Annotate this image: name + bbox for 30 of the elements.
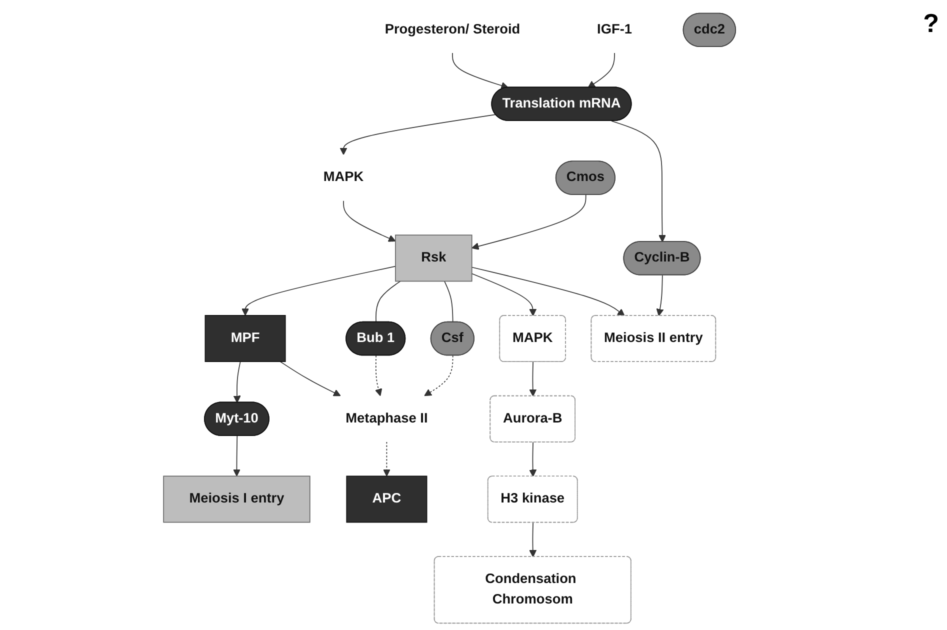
node-box: APC [346,476,428,523]
arrow [472,194,587,250]
arrow [588,52,616,88]
arrow [340,114,496,156]
connector [444,280,454,323]
arrow [234,361,242,403]
arrow [452,52,509,90]
arrow [375,355,383,396]
arrow [530,362,538,397]
arrow [472,273,538,316]
node-text: MAPK [324,170,364,185]
arrow [383,442,391,476]
arrow [530,442,538,477]
arrow [424,355,454,396]
arrow [242,266,396,316]
arrow [343,200,396,242]
node-box: MPF [205,315,286,362]
arrow [233,436,241,476]
node-box: Rsk [395,234,473,282]
node-text: Metaphase II [346,411,428,426]
arrow [612,120,666,242]
arrow [530,522,538,558]
node-text: Progesteron/ Steroid [385,22,521,37]
question-mark-note: ? [923,8,939,39]
node-text: IGF-1 [597,22,632,37]
arrow [656,274,664,316]
arrow [280,361,342,396]
connector [376,280,402,323]
node-box: Meiosis I entry [164,476,311,523]
arrow [472,266,626,316]
